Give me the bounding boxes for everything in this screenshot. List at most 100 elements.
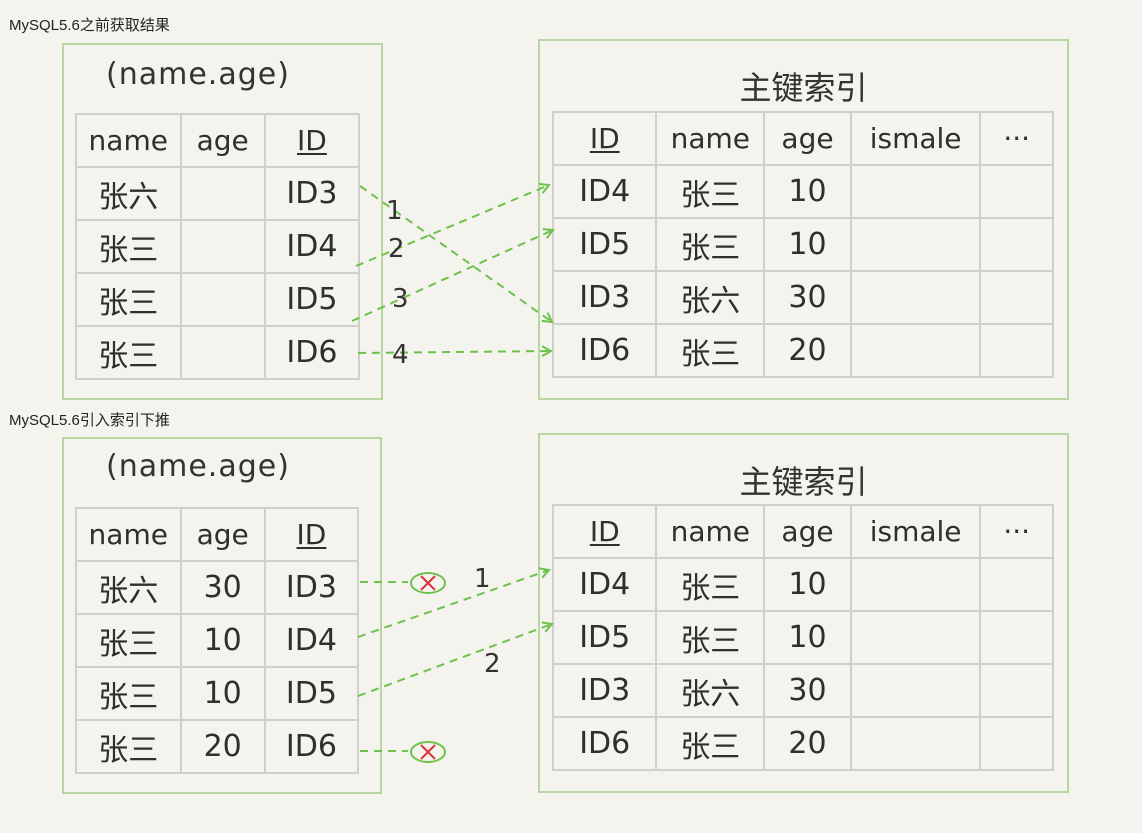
table-cell: 张三 [75,219,182,274]
reject-x-icon [410,741,446,763]
column-header: ID [551,504,658,559]
table-cell: ID3 [263,560,360,615]
secondary-index-panel-2: (name.age) [62,437,382,794]
table-cell [179,219,266,274]
lookup-arrow-id5 [357,624,552,697]
primary-key-panel-2: 主键索引 [538,433,1069,793]
column-header: name [75,113,182,168]
pk-panel-title: 主键索引 [739,463,868,501]
table-cell: 张三 [75,325,182,380]
table-cell: 张三 [655,557,766,612]
index-panel-title: (name.age) [106,449,290,484]
table-cell: ID3 [263,166,361,221]
pk-panel-title: 主键索引 [739,69,868,107]
table-cell: ID3 [551,270,658,325]
table-cell: 张六 [655,270,766,325]
secondary-index-table-1: name age ID 张六 ID3 张三 ID4 张三 ID5 张三 ID6 [75,113,361,380]
table-cell: 张三 [75,666,182,721]
table-cell: 10 [763,217,852,272]
table-cell: 20 [763,716,852,771]
table-cell: 张三 [75,613,182,668]
table-cell: ID5 [263,666,360,721]
table-cell [179,272,266,327]
table-cell [979,217,1054,272]
table-cell: 张三 [655,716,766,771]
table-cell: 10 [179,613,266,668]
reject-x-icon [410,572,446,594]
arrow-label: 2 [484,649,501,679]
table-cell: 张三 [75,719,182,774]
table-cell: 张六 [75,166,182,221]
section-2-title: MySQL5.6引入索引下推 [9,412,170,429]
table-row: ID3 张六 30 [551,663,1054,718]
lookup-arrow-id3 [359,185,552,322]
table-cell: 20 [763,323,852,378]
table-row: 张三 ID5 [75,272,361,327]
column-header: ismale [849,111,982,166]
table-cell: 张六 [75,560,182,615]
column-header: age [179,113,266,168]
column-header: ismale [849,504,982,559]
column-header: age [763,111,852,166]
column-header: ID [263,113,361,168]
table-cell [849,610,982,665]
table-cell [979,323,1054,378]
table-cell: ID5 [263,272,361,327]
arrow-label: 1 [474,564,491,594]
table-row: 张三 10 ID4 [75,613,360,668]
table-cell: 20 [179,719,266,774]
table-cell: ID4 [551,557,658,612]
table-cell: 张六 [655,663,766,718]
column-header: ID [551,111,658,166]
table-cell: 张三 [655,164,766,219]
table-cell: 10 [763,557,852,612]
arrow-label: 4 [392,340,409,370]
table-row: 张三 ID6 [75,325,361,380]
table-row: ID5 张三 10 [551,217,1054,272]
table-cell [979,270,1054,325]
table-cell [849,663,982,718]
table-row: ID4 张三 10 [551,557,1054,612]
arrow-label: 3 [392,284,409,314]
column-header: ··· [979,111,1054,166]
table-cell [179,166,266,221]
table-header-row: name age ID [75,507,360,562]
table-header-row: name age ID [75,113,361,168]
table-cell: ID6 [263,719,360,774]
table-cell [979,164,1054,219]
table-cell [849,557,982,612]
lookup-arrow-id6 [357,351,551,353]
table-cell: ID5 [551,610,658,665]
table-row: 张三 ID4 [75,219,361,274]
table-cell: ID3 [551,663,658,718]
table-cell: ID6 [551,716,658,771]
table-row: 张六 30 ID3 [75,560,360,615]
table-row: ID6 张三 20 [551,716,1054,771]
column-header: age [763,504,852,559]
table-cell [849,323,982,378]
table-header-row: ID name age ismale ··· [551,504,1054,559]
table-row: ID3 张六 30 [551,270,1054,325]
secondary-index-table-2: name age ID 张六 30 ID3 张三 10 ID4 张三 10 ID… [75,507,360,774]
table-cell [979,716,1054,771]
table-row: 张三 10 ID5 [75,666,360,721]
table-cell [979,663,1054,718]
table-cell: ID6 [263,325,361,380]
table-cell [849,164,982,219]
table-cell [849,217,982,272]
column-header: age [179,507,266,562]
arrow-label: 1 [386,196,403,226]
table-cell: 30 [763,270,852,325]
table-cell: 10 [763,610,852,665]
table-cell [179,325,266,380]
table-row: ID6 张三 20 [551,323,1054,378]
index-panel-title: (name.age) [106,57,290,92]
table-cell: ID4 [263,219,361,274]
table-cell: 30 [179,560,266,615]
primary-key-table-2: ID name age ismale ··· ID4 张三 10 ID5 张三 … [551,504,1054,771]
column-header: name [655,111,766,166]
section-1-title: MySQL5.6之前获取结果 [9,17,170,34]
table-cell: ID6 [551,323,658,378]
column-header: ··· [979,504,1054,559]
table-cell: ID4 [551,164,658,219]
